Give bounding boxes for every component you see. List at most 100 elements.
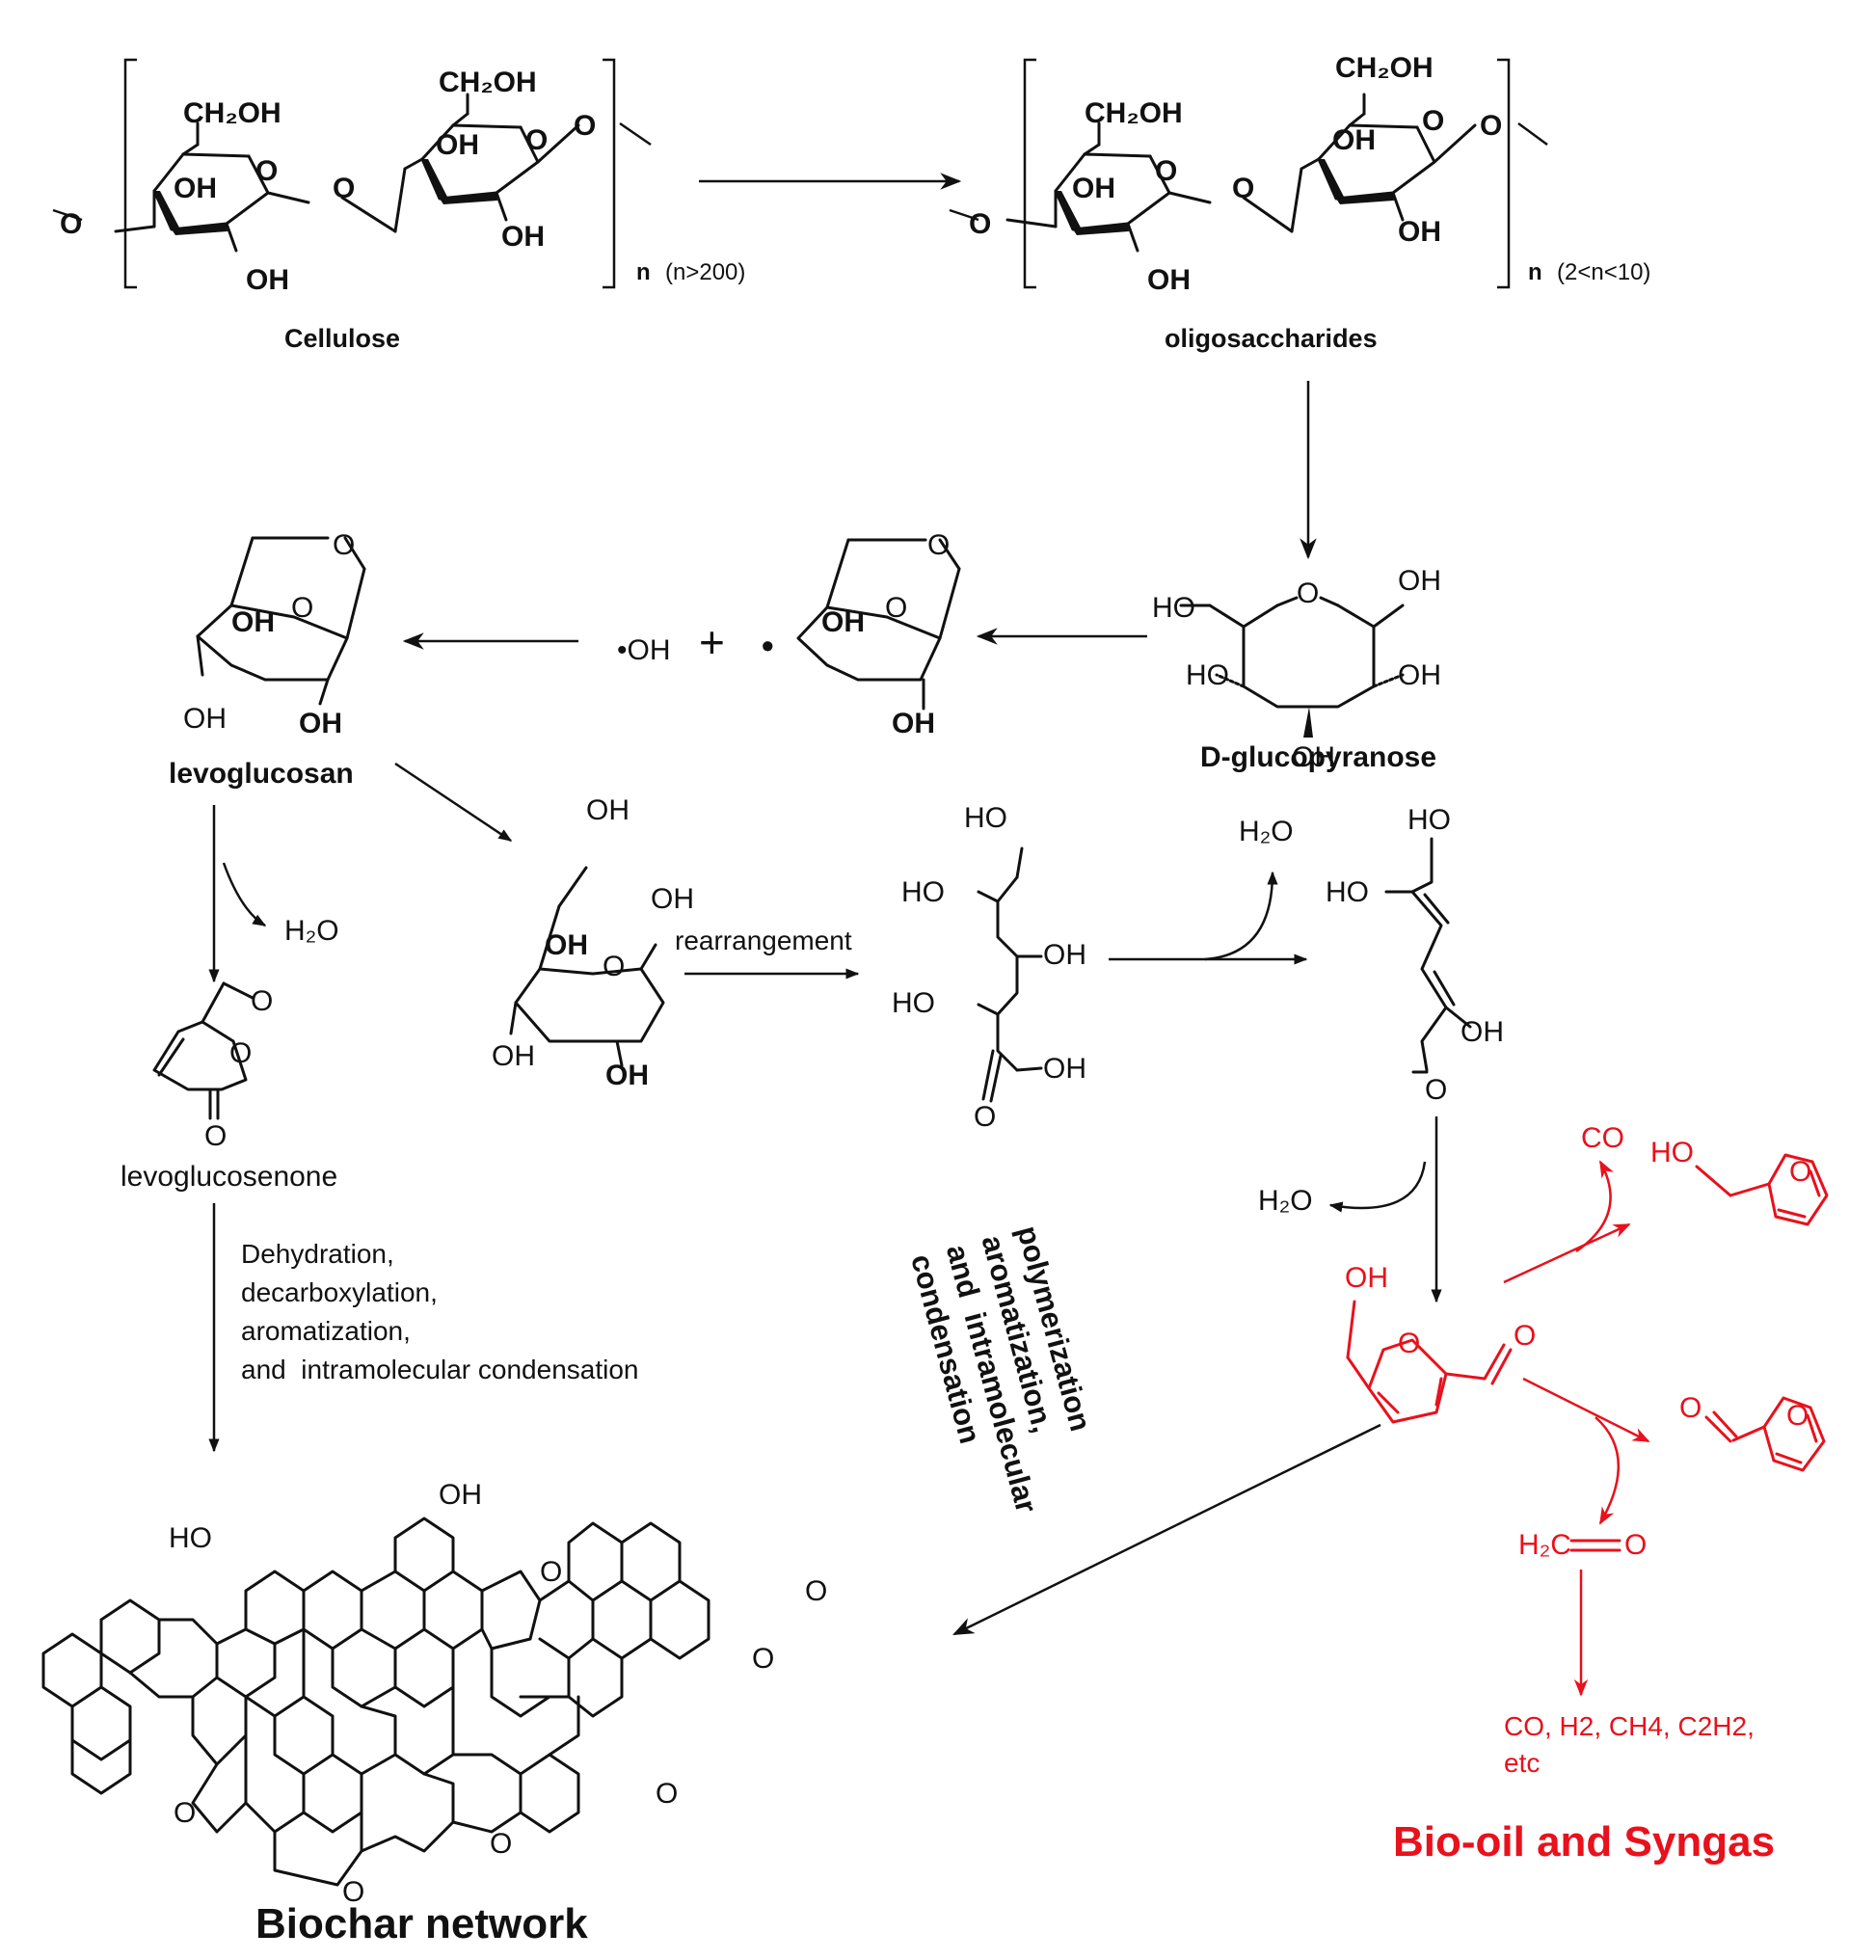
glucose-mid-oh-right: OH xyxy=(651,883,694,915)
glucose-mid-oh-top: OH xyxy=(586,794,630,826)
dehydration-line-3: aromatization, xyxy=(241,1316,411,1346)
cellulose-tail-left xyxy=(52,208,83,222)
biochar-o-1: O xyxy=(540,1556,562,1588)
cellulose-ch2oh-1: CH₂OH xyxy=(183,97,281,129)
hydroxyl-radical: •OH xyxy=(617,634,671,666)
oligo-oh-2: OH xyxy=(1147,264,1191,296)
cellulose-oh-3: OH xyxy=(436,129,479,161)
h2o-label-3: H₂O xyxy=(1258,1185,1313,1217)
biochar-o-3: O xyxy=(656,1778,678,1810)
oligo-ring-1 xyxy=(1005,121,1212,253)
cellulose-start-o: O xyxy=(60,208,82,240)
h2o-loss-curve-2 xyxy=(1204,871,1278,961)
oligo-bracket-right xyxy=(1497,58,1511,289)
oligo-oh-1: OH xyxy=(1072,173,1115,204)
furfural-structure: O O xyxy=(1679,1392,1826,1472)
glucopyranose-label: D-glucopyranose xyxy=(1200,741,1436,773)
open-chain-ho-2: HO xyxy=(901,876,945,908)
oligo-oh-4: OH xyxy=(1398,216,1441,248)
cellulose-label: Cellulose xyxy=(284,324,400,353)
h2o-label-1: H₂O xyxy=(284,915,339,947)
glucopyranose-oh-2: OH xyxy=(1398,659,1441,691)
cellulose-oh-2: OH xyxy=(246,264,289,296)
levoglucosenone-bridge-o: O xyxy=(251,985,273,1017)
glucose-middle-structure: OH O OH OH OH OH xyxy=(492,794,694,1091)
furfural-ring-o: O xyxy=(1786,1400,1809,1432)
arrow-levoglucosan-to-glucose-form xyxy=(394,762,513,843)
oligo-end-o: O xyxy=(1480,110,1502,142)
oligo-ch2oh-2: CH₂OH xyxy=(1335,52,1434,84)
cellulose-repeat-condition: (n>200) xyxy=(665,259,745,285)
glucose-mid-oh-bl: OH xyxy=(492,1040,535,1072)
cellulose-oh-1: OH xyxy=(174,173,217,204)
hmf-ring-o: O xyxy=(1398,1328,1420,1359)
bio-oil-syngas-title: Bio-oil and Syngas xyxy=(1393,1818,1775,1866)
oligosaccharides-label: oligosaccharides xyxy=(1165,324,1378,353)
dienol-structure: HO HO OH O xyxy=(1326,804,1504,1106)
plus-sign: + xyxy=(699,617,725,667)
dienol-ho-1: HO xyxy=(1407,804,1451,836)
cellulose-ring-o-2: O xyxy=(525,124,548,156)
co-loss-curve xyxy=(1575,1160,1615,1253)
cellulose-end-o: O xyxy=(574,110,596,142)
levoglucosenone-keto-o: O xyxy=(204,1120,227,1152)
glucopyranose-ho-2: HO xyxy=(1186,659,1229,691)
biochar-o-bottom: O xyxy=(342,1876,364,1908)
cellulose-ring-o-1: O xyxy=(255,155,278,187)
h2o-label-2: H₂O xyxy=(1239,816,1294,847)
cellulose-oh-4: OH xyxy=(501,221,545,253)
glucopyranose-ho-1: HO xyxy=(1152,592,1195,624)
open-chain-ho-1: HO xyxy=(964,802,1007,834)
oligo-tail-right xyxy=(1517,121,1548,147)
glucopyranose-oh-3: OH xyxy=(1292,741,1335,773)
oligo-start-o: O xyxy=(969,208,991,240)
cellulose-repeat-n: n xyxy=(636,259,651,285)
rearrangement-label: rearrangement xyxy=(675,926,852,955)
cellulose-bridge-o: O xyxy=(333,173,355,204)
levoglucosan-ring-o: O xyxy=(291,592,313,624)
oligo-repeat-condition: (2<n<10) xyxy=(1557,259,1650,285)
dienol-aldehyde-o: O xyxy=(1425,1074,1447,1106)
h2o-loss-curve-1 xyxy=(222,862,267,927)
dehydration-note: Dehydration, decarboxylation, aromatizat… xyxy=(241,1239,638,1384)
oligo-oh-3: OH xyxy=(1332,124,1376,156)
biochar-keto-o: O xyxy=(174,1797,196,1829)
oligo-ch2oh-1: CH₂OH xyxy=(1085,97,1183,129)
glucose-ring-1 xyxy=(114,121,310,253)
oligo-bridge-o: O xyxy=(1232,173,1254,204)
open-chain-aldehyde-o: O xyxy=(974,1101,996,1133)
open-chain-ho-3: HO xyxy=(892,987,935,1019)
biochar-network-structure: OH HO O O O O O O O xyxy=(41,1479,827,1908)
biochar-label: Biochar network xyxy=(255,1900,588,1947)
hmf-oh: OH xyxy=(1345,1262,1388,1294)
biochar-o-5: O xyxy=(805,1575,827,1607)
hmf-aldehyde-o: O xyxy=(1514,1320,1536,1352)
arrow-hmf-to-biochar xyxy=(952,1423,1381,1636)
arrow-hmf-to-furfuryl-alcohol xyxy=(1503,1222,1631,1284)
radical-intermediate: •OH + • O O OH OH xyxy=(617,529,961,739)
formaldehyde-o: O xyxy=(1624,1529,1647,1561)
furfuryl-alcohol-structure: HO O xyxy=(1650,1137,1829,1226)
h2o-loss-curve-3 xyxy=(1328,1161,1427,1213)
dehydration-line-1: Dehydration, xyxy=(241,1239,394,1269)
cellulose-tail-right xyxy=(619,121,652,147)
glucose-mid-ring-o: O xyxy=(603,951,625,982)
levoglucosan-label: levoglucosan xyxy=(169,758,354,790)
glucose-mid-oh-bottom: OH xyxy=(605,1060,649,1091)
dehydration-line-4: and intramolecular condensation xyxy=(241,1355,638,1384)
levoglucosan-structure: O O OH OH OH levoglucosan xyxy=(169,529,366,790)
levoglucosenone-structure: O O O levoglucosenone xyxy=(121,981,337,1193)
cellulose-bracket-left xyxy=(123,58,137,289)
dienol-ho-2: HO xyxy=(1326,876,1369,908)
dienol-oh: OH xyxy=(1461,1016,1504,1048)
levoglucosan-oh-2: OH xyxy=(183,703,227,735)
radical-ring-o: O xyxy=(885,592,907,624)
cellulose-bracket-right xyxy=(603,58,616,289)
oligo-bracket-left xyxy=(1023,58,1036,289)
oligo-ring-2 xyxy=(1242,93,1477,233)
levoglucosan-oh-1: OH xyxy=(231,606,275,638)
oligo-tail-left xyxy=(949,208,979,222)
formaldehyde-structure: H₂C O xyxy=(1518,1529,1647,1561)
formaldehyde-h2c: H₂C xyxy=(1518,1529,1571,1561)
co-label: CO xyxy=(1581,1122,1624,1154)
